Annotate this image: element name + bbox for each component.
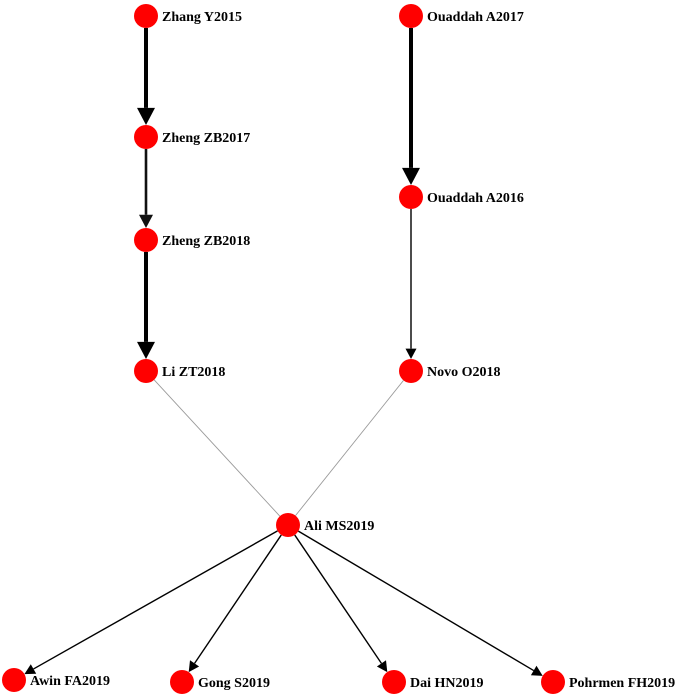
- arrow-head-icon: [137, 341, 155, 359]
- edge-line: [33, 530, 278, 670]
- edge-ali2019-to-awin2019: [24, 530, 278, 675]
- node-ouaddah2016[interactable]: Ouaddah A2016: [399, 185, 524, 209]
- edge-zheng2017-to-zheng2018: [139, 149, 153, 228]
- edge-line: [193, 534, 282, 664]
- arrow-head-icon: [188, 660, 200, 673]
- node-label: Gong S2019: [198, 676, 270, 691]
- edge-ali2019-to-pohrmen2019: [297, 530, 543, 676]
- node-gong2019[interactable]: Gong S2019: [170, 670, 270, 694]
- arrow-head-icon: [376, 660, 388, 673]
- arrow-head-icon: [139, 214, 153, 228]
- edge-novo2018-to-ali2019: [295, 380, 404, 516]
- node-dai2019[interactable]: Dai HN2019: [382, 670, 484, 694]
- edge-zhang2015-to-zheng2017: [137, 28, 155, 125]
- edge-ali2019-to-gong2019: [188, 534, 282, 673]
- node-ali2019[interactable]: Ali MS2019: [276, 513, 374, 537]
- node-label: Zheng ZB2018: [162, 234, 250, 249]
- node-circle[interactable]: [399, 359, 423, 383]
- node-label: Novo O2018: [427, 365, 501, 380]
- arrow-head-icon: [402, 167, 420, 185]
- node-label: Ouaddah A2016: [427, 191, 524, 206]
- node-circle[interactable]: [134, 4, 158, 28]
- node-label: Ouaddah A2017: [427, 10, 524, 25]
- node-zhang2015[interactable]: Zhang Y2015: [134, 4, 242, 28]
- edge-line: [295, 380, 404, 516]
- arrow-head-icon: [530, 665, 543, 676]
- node-circle[interactable]: [399, 4, 423, 28]
- edge-line: [294, 534, 383, 664]
- node-circle[interactable]: [541, 670, 565, 694]
- node-circle[interactable]: [276, 513, 300, 537]
- node-awin2019[interactable]: Awin FA2019: [2, 668, 110, 692]
- node-circle[interactable]: [134, 125, 158, 149]
- node-label: Zhang Y2015: [162, 10, 242, 25]
- edge-line: [153, 379, 281, 517]
- node-circle[interactable]: [170, 670, 194, 694]
- arrow-head-icon: [405, 348, 417, 359]
- node-novo2018[interactable]: Novo O2018: [399, 359, 501, 383]
- edge-li2018-to-ali2019: [153, 379, 281, 517]
- edge-ouaddah2017-to-ouaddah2016: [402, 28, 420, 185]
- node-pohrmen2019[interactable]: Pohrmen FH2019: [541, 670, 675, 694]
- node-li2018[interactable]: Li ZT2018: [134, 359, 225, 383]
- edges-layer: [24, 28, 543, 676]
- edge-ali2019-to-dai2019: [294, 534, 388, 673]
- node-ouaddah2017[interactable]: Ouaddah A2017: [399, 4, 524, 28]
- node-label: Pohrmen FH2019: [569, 676, 675, 691]
- node-circle[interactable]: [2, 668, 26, 692]
- edge-zheng2018-to-li2018: [137, 252, 155, 359]
- node-label: Li ZT2018: [162, 365, 225, 380]
- node-zheng2017[interactable]: Zheng ZB2017: [134, 125, 250, 149]
- node-label: Awin FA2019: [30, 674, 110, 689]
- edge-ouaddah2016-to-novo2018: [405, 209, 417, 359]
- node-circle[interactable]: [134, 228, 158, 252]
- node-circle[interactable]: [399, 185, 423, 209]
- node-label: Ali MS2019: [304, 519, 374, 534]
- node-label: Zheng ZB2017: [162, 131, 250, 146]
- node-circle[interactable]: [382, 670, 406, 694]
- node-label: Dai HN2019: [410, 676, 484, 691]
- arrow-head-icon: [137, 107, 155, 125]
- node-circle[interactable]: [134, 359, 158, 383]
- edge-line: [297, 530, 535, 672]
- arrow-head-icon: [24, 664, 37, 675]
- node-zheng2018[interactable]: Zheng ZB2018: [134, 228, 250, 252]
